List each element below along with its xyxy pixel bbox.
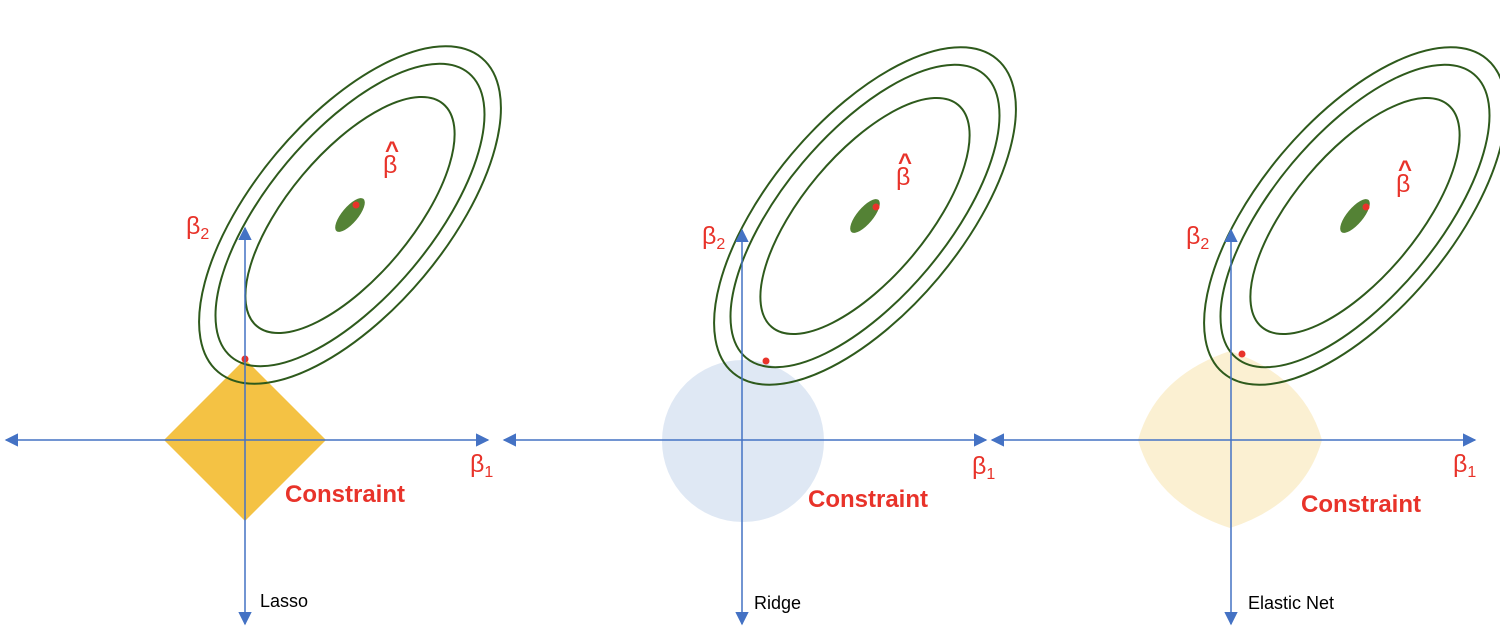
ridge-solution-point (762, 357, 770, 365)
ridge-x-axis-label: β1 (972, 452, 995, 483)
elastic-net-contour-inner (1249, 96, 1461, 336)
ridge-contour-inner (759, 96, 971, 336)
elastic-net-panel: β2 β1 ^ β Constraint Elastic Net (990, 46, 1500, 626)
elastic-net-estimate-label: β (1396, 170, 1410, 198)
lasso-panel: β2 β1 ^ β Constraint Lasso (4, 45, 502, 626)
ridge-center-ellipse (850, 199, 880, 233)
lasso-contour-middle (214, 62, 486, 368)
lasso-estimate-point (352, 201, 360, 209)
elastic-net-contour-outer (1203, 46, 1500, 386)
lasso-x-axis-label: β1 (470, 450, 493, 481)
ridge-estimate-hat: ^ (898, 149, 912, 176)
lasso-contours (198, 45, 502, 385)
lasso-y-axis-label: β2 (186, 212, 209, 243)
elastic-net-estimate-hat: ^ (1398, 156, 1412, 183)
ridge-estimate-point (872, 203, 880, 211)
elastic-net-x-axis-label: β1 (1453, 450, 1476, 481)
elastic-net-constraint-label: Constraint (1301, 491, 1421, 518)
ridge-constraint-circle (662, 360, 824, 522)
ridge-constraint-label: Constraint (808, 486, 928, 513)
lasso-panel-title: Lasso (260, 591, 308, 611)
elastic-net-y-axis-label: β2 (1186, 222, 1209, 253)
ridge-y-axis-label: β2 (702, 222, 725, 253)
lasso-estimate-hat: ^ (385, 137, 399, 164)
elastic-net-solution-point (1238, 350, 1246, 358)
lasso-contour-outer (198, 45, 502, 385)
ridge-estimate-label: β (896, 163, 910, 191)
lasso-constraint-label: Constraint (285, 481, 405, 508)
elastic-net-contour-middle (1219, 63, 1491, 369)
ridge-panel-title: Ridge (754, 593, 801, 613)
ridge-panel: β2 β1 ^ β Constraint Ridge (502, 46, 1017, 626)
elastic-net-panel-title: Elastic Net (1248, 593, 1334, 613)
lasso-contour-inner (244, 95, 456, 335)
lasso-center-ellipse (335, 198, 365, 232)
elastic-net-estimate-point (1362, 203, 1370, 211)
lasso-estimate-label: β (383, 151, 397, 179)
elastic-net-center-ellipse (1340, 199, 1370, 233)
ridge-contour-outer (713, 46, 1017, 386)
